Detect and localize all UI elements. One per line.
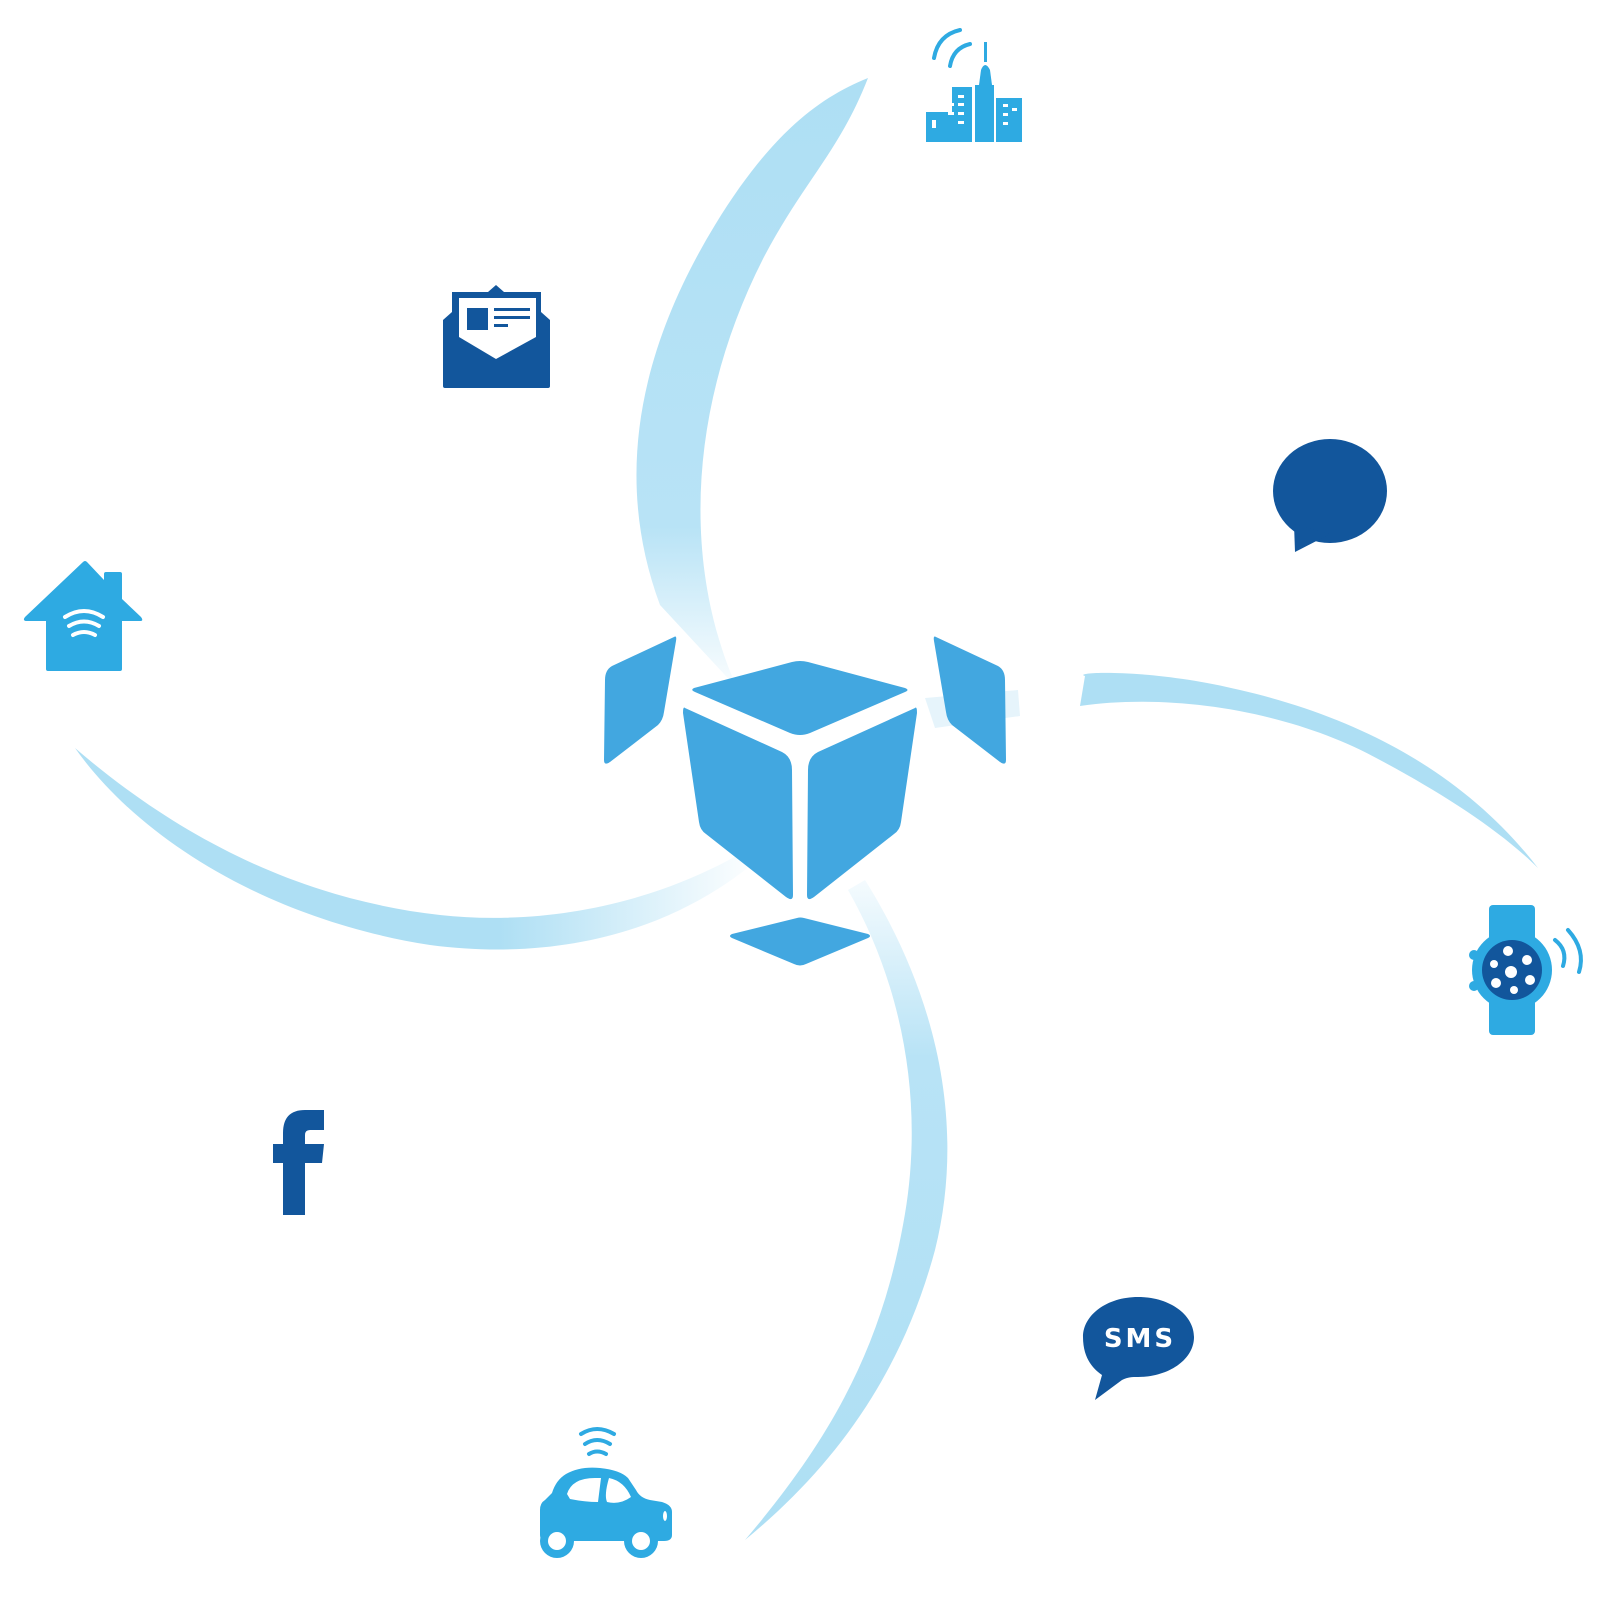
newsletter-envelope-icon — [443, 285, 550, 388]
smart-home-icon — [23, 561, 143, 671]
smart-city-icon — [926, 28, 1022, 142]
arc-west — [75, 748, 750, 950]
arc-east — [1080, 672, 1538, 868]
chat-bubble-icon — [1273, 439, 1387, 552]
facebook-icon — [273, 1110, 324, 1215]
arc-south — [745, 880, 948, 1540]
smartwatch-icon — [1469, 905, 1583, 1035]
connected-car-icon — [540, 1427, 672, 1558]
arc-north — [636, 78, 868, 688]
sms-label: SMS — [1104, 1324, 1176, 1354]
sms-bubble-icon: SMS — [1083, 1297, 1194, 1400]
open-box-icon — [604, 636, 1006, 966]
connection-arcs — [75, 78, 1538, 1540]
